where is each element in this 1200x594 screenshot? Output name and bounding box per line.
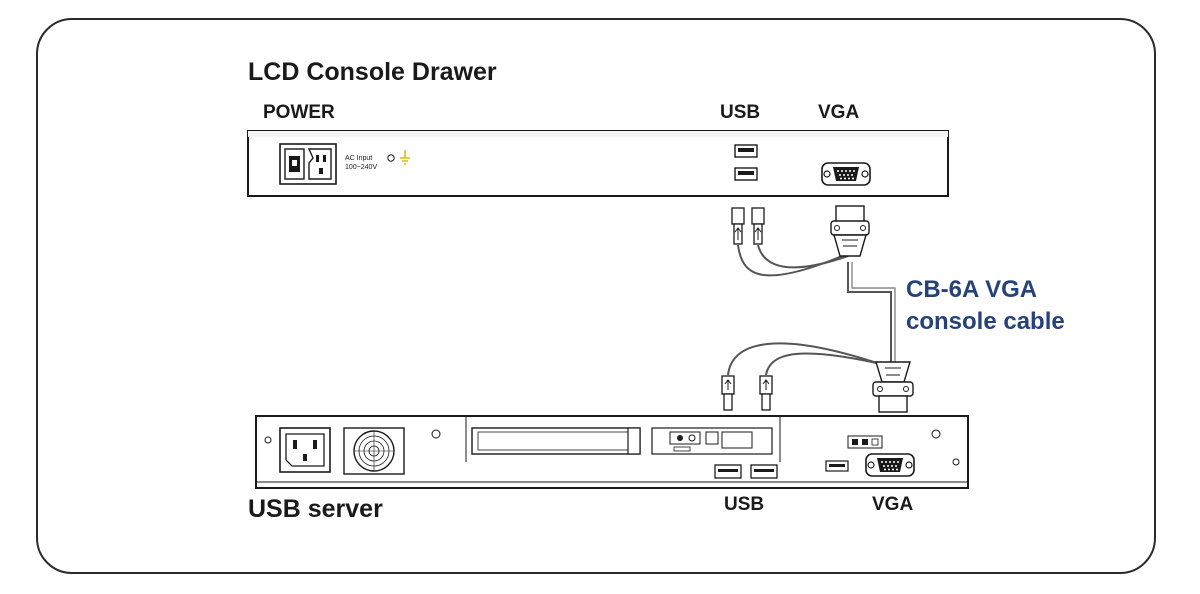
ac-input-label: AC Input bbox=[345, 155, 373, 162]
bottom-usb-label: USB bbox=[724, 494, 765, 515]
diagram-frame bbox=[36, 18, 1156, 574]
usb-plug-icon bbox=[759, 375, 773, 411]
lcd-console-drawer-panel bbox=[247, 130, 949, 197]
vga-plug-icon bbox=[830, 205, 870, 257]
ground-symbol-icon bbox=[400, 150, 410, 165]
power-label: POWER bbox=[263, 102, 335, 123]
bottom-vga-label: VGA bbox=[872, 494, 914, 515]
usb-port-icon bbox=[734, 144, 758, 158]
cable-label-line2: console cable bbox=[906, 308, 1065, 335]
usb-plug-icon bbox=[731, 207, 745, 245]
usb-plug-icon bbox=[721, 375, 735, 411]
usb-plug-icon bbox=[751, 207, 765, 245]
io-panel-icon bbox=[651, 427, 773, 455]
power-socket-icon bbox=[279, 143, 337, 185]
ac-voltage-label: 100~240V bbox=[345, 164, 378, 171]
cable-label-line1: CB-6A VGA bbox=[906, 276, 1038, 303]
vga-port-icon bbox=[865, 453, 915, 477]
rear-indicator-icon bbox=[825, 435, 883, 472]
top-usb-label: USB bbox=[720, 102, 761, 123]
usb-port-icon bbox=[750, 464, 778, 479]
lcd-console-drawer-title: LCD Console Drawer bbox=[248, 58, 497, 86]
vga-plug-icon bbox=[872, 361, 914, 413]
usb-server-title: USB server bbox=[248, 495, 383, 523]
fan-icon bbox=[343, 427, 405, 475]
console-cable bbox=[727, 244, 896, 376]
expansion-slot-icon bbox=[471, 427, 641, 455]
vga-port-icon bbox=[821, 162, 871, 186]
usb-server-panel bbox=[255, 415, 969, 489]
power-inlet-icon bbox=[279, 427, 331, 473]
usb-port-icon bbox=[714, 464, 742, 479]
top-vga-label: VGA bbox=[818, 102, 860, 123]
led-indicator-icon bbox=[387, 154, 395, 162]
usb-port-icon bbox=[734, 167, 758, 181]
